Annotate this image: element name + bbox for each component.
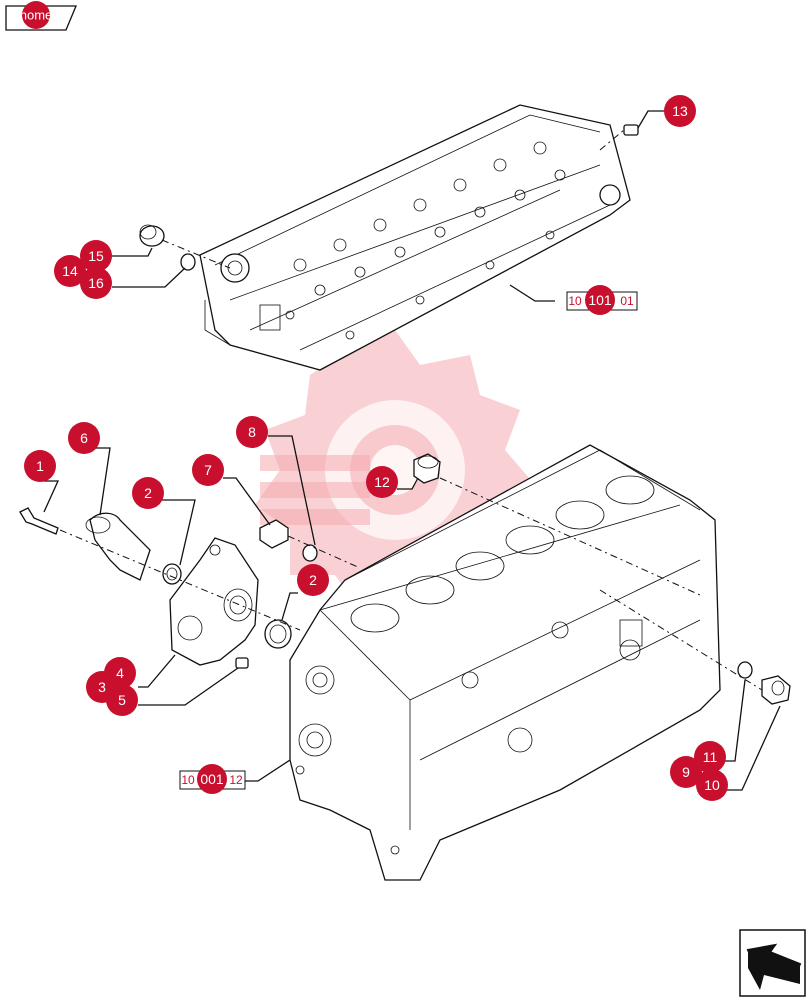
svg-text:2: 2 bbox=[144, 485, 152, 501]
callout-2-right[interactable]: 2 bbox=[297, 564, 329, 596]
seal-ring-11 bbox=[737, 661, 753, 679]
callout-13[interactable]: 13 bbox=[664, 95, 696, 127]
callout-9[interactable]: 9 bbox=[670, 756, 702, 788]
svg-text:101: 101 bbox=[588, 292, 612, 308]
pin-4 bbox=[235, 657, 249, 669]
callout-8[interactable]: 8 bbox=[236, 416, 268, 448]
seal-ring-8 bbox=[302, 544, 318, 562]
svg-text:12: 12 bbox=[229, 773, 243, 787]
engine-block bbox=[289, 444, 721, 881]
svg-text:10: 10 bbox=[568, 294, 582, 308]
plug-10 bbox=[761, 675, 791, 705]
svg-text:2: 2 bbox=[309, 572, 317, 588]
callout-16[interactable]: 16 bbox=[80, 267, 112, 299]
svg-text:15: 15 bbox=[88, 248, 104, 264]
callout-5[interactable]: 5 bbox=[106, 684, 138, 716]
svg-text:13: 13 bbox=[672, 103, 688, 119]
plug-12 bbox=[413, 453, 441, 484]
svg-text:8: 8 bbox=[248, 424, 256, 440]
pipe-6 bbox=[85, 512, 151, 581]
callout-2-left[interactable]: 2 bbox=[132, 477, 164, 509]
bolt-1 bbox=[19, 507, 59, 535]
svg-text:14: 14 bbox=[62, 263, 78, 279]
svg-text:001: 001 bbox=[200, 771, 224, 787]
home-button[interactable]: home bbox=[5, 1, 77, 31]
svg-text:9: 9 bbox=[682, 764, 690, 780]
home-label: home bbox=[20, 8, 53, 23]
callout-15[interactable]: 15 bbox=[80, 240, 112, 272]
plug-13 bbox=[623, 124, 639, 136]
o-ring-2-left bbox=[162, 563, 182, 585]
callout-12[interactable]: 12 bbox=[366, 466, 398, 498]
svg-text:16: 16 bbox=[88, 275, 104, 291]
callout-7[interactable]: 7 bbox=[192, 454, 224, 486]
plug-7 bbox=[259, 519, 289, 549]
callout-14[interactable]: 14 bbox=[54, 255, 86, 287]
plug-15 bbox=[139, 224, 165, 247]
callout-1[interactable]: 1 bbox=[24, 450, 56, 482]
svg-text:12: 12 bbox=[374, 474, 390, 490]
svg-text:4: 4 bbox=[116, 665, 124, 681]
callout-11[interactable]: 11 bbox=[694, 741, 726, 773]
svg-text:5: 5 bbox=[118, 692, 126, 708]
svg-text:10: 10 bbox=[704, 777, 720, 793]
callout-6[interactable]: 6 bbox=[68, 422, 100, 454]
reference-box-001[interactable]: 10 12 001 bbox=[179, 764, 246, 794]
next-page-arrow-icon[interactable] bbox=[739, 929, 806, 997]
assembly-axis-lines bbox=[59, 129, 763, 691]
thermostat-housing-3 bbox=[169, 537, 259, 666]
svg-text:3: 3 bbox=[98, 679, 106, 695]
svg-text:6: 6 bbox=[80, 430, 88, 446]
seal-ring-16 bbox=[180, 253, 196, 271]
leader-lines bbox=[40, 110, 781, 791]
svg-text:7: 7 bbox=[204, 462, 212, 478]
o-ring-2-right bbox=[264, 619, 292, 649]
svg-text:01: 01 bbox=[620, 294, 634, 308]
svg-text:11: 11 bbox=[703, 749, 718, 765]
svg-text:10: 10 bbox=[181, 773, 195, 787]
svg-text:1: 1 bbox=[36, 458, 44, 474]
callout-10[interactable]: 10 bbox=[696, 769, 728, 801]
reference-box-101[interactable]: 10 01 101 bbox=[566, 285, 638, 315]
cylinder-head bbox=[199, 104, 631, 371]
